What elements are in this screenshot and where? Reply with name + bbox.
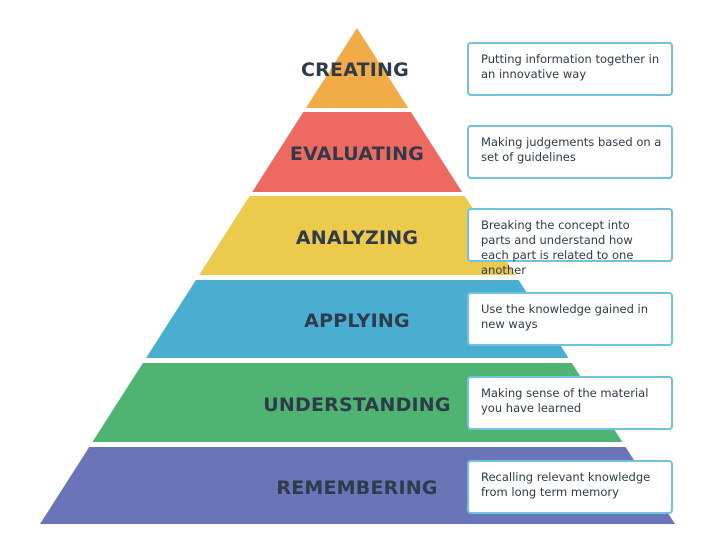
pyramid-band-applying <box>146 280 569 358</box>
description-box-applying: Use the knowledge gained in new ways <box>467 292 673 346</box>
pyramid-band-analyzing <box>199 196 516 275</box>
pyramid-band-evaluating <box>252 112 463 192</box>
level-label-analyzing: ANALYZING <box>295 226 419 249</box>
level-label-understanding: UNDERSTANDING <box>263 393 451 416</box>
description-box-creating: Putting information together in an innov… <box>467 42 673 96</box>
level-label-evaluating: EVALUATING <box>289 143 425 165</box>
level-label-creating: CREATING <box>301 59 409 81</box>
level-label-applying: APPLYING <box>304 310 410 332</box>
pyramid-band-creating <box>305 28 409 108</box>
description-box-analyzing: Breaking the concept into parts and unde… <box>467 208 673 277</box>
level-label-remembering: REMEMBERING <box>276 476 438 499</box>
description-box-remembering: Recalling relevant knowledge from long t… <box>467 460 673 514</box>
description-box-understanding: Making sense of the material you have le… <box>467 376 673 430</box>
description-box-evaluating: Making judgements based on a set of guid… <box>467 125 673 179</box>
